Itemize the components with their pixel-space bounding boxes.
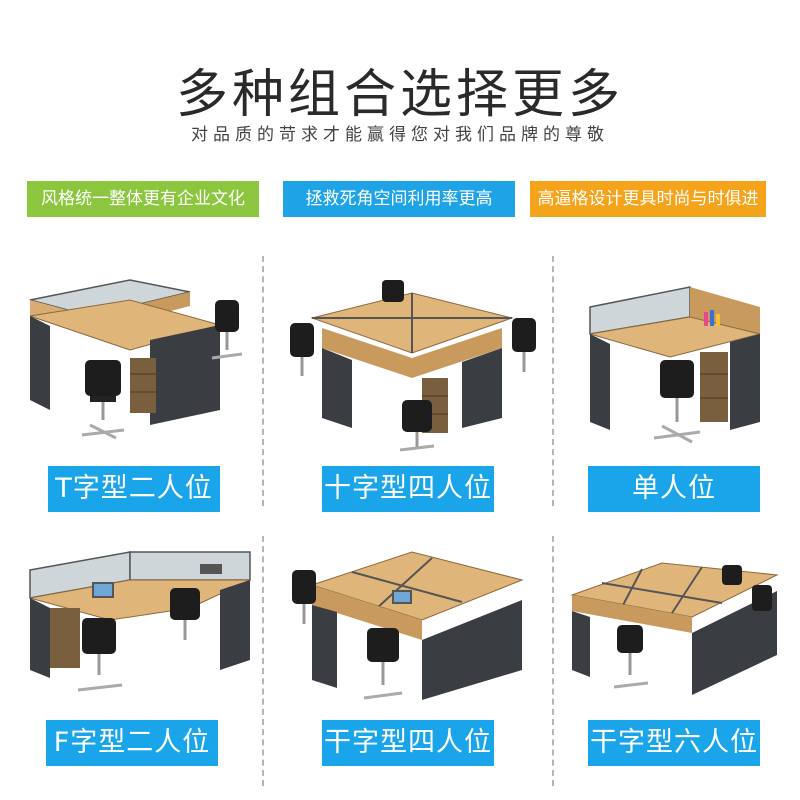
t-two-seat-desk-illustration xyxy=(29,279,243,440)
cross-four-seat-desk-illustration xyxy=(290,280,536,452)
divider xyxy=(552,256,554,506)
page-subtitle: 对品质的苛求才能赢得您对我们品牌的尊敬 xyxy=(191,125,609,145)
product-card-t-two-seat[interactable] xyxy=(20,270,260,450)
product-label-t-two-seat: T字型二人位 xyxy=(48,466,220,512)
product-card-single-seat[interactable] xyxy=(580,272,780,450)
product-label-cross-four-seat: 十字型四人位 xyxy=(322,466,494,512)
single-seat-desk-illustration xyxy=(589,286,761,444)
gan-six-seat-desk-illustration xyxy=(570,562,779,695)
product-card-f-two-seat[interactable] xyxy=(20,530,260,700)
divider xyxy=(262,536,264,786)
f-two-seat-desk-illustration xyxy=(29,551,251,692)
product-label-single-seat: 单人位 xyxy=(588,466,760,512)
product-card-cross-four-seat[interactable] xyxy=(282,278,544,454)
product-label-gan-six-seat: 干字型六人位 xyxy=(588,720,760,766)
divider xyxy=(262,256,264,506)
divider xyxy=(552,536,554,786)
gan-four-seat-desk-illustration xyxy=(292,551,524,700)
product-label-gan-four-seat: 干字型四人位 xyxy=(322,720,494,766)
feature-tag-design: 高逼格设计更具时尚与时俱进 xyxy=(530,181,766,217)
product-card-gan-four-seat[interactable] xyxy=(282,540,544,705)
page-title: 多种组合选择更多 xyxy=(175,65,624,125)
product-card-gan-six-seat[interactable] xyxy=(562,545,787,705)
feature-tag-style: 风格统一整体更有企业文化 xyxy=(27,181,259,217)
feature-tag-space: 拯救死角空间利用率更高 xyxy=(283,181,515,217)
product-label-f-two-seat: F字型二人位 xyxy=(46,720,218,766)
